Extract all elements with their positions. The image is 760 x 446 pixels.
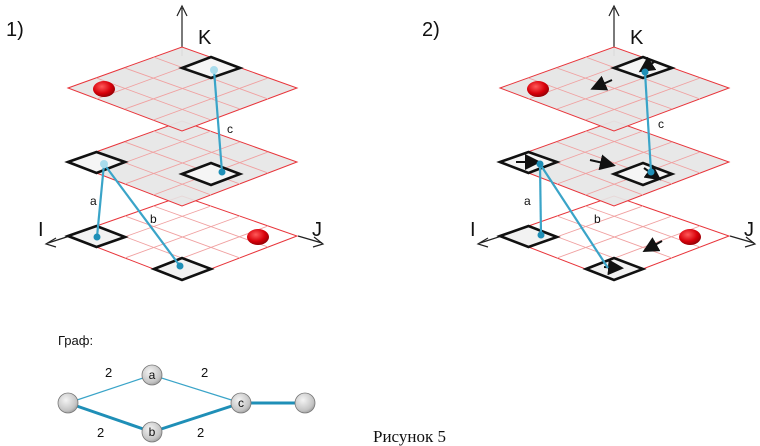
graph-node-label: b — [149, 425, 156, 439]
graph-node-label: c — [238, 396, 244, 410]
direction-arrow — [589, 154, 616, 171]
i-axis-label: I — [470, 219, 476, 241]
panel-2: 2) K I J — [422, 4, 757, 282]
edge-label-c: c — [658, 117, 664, 131]
graph-edge — [67, 401, 153, 434]
panel-number: 1) — [6, 19, 24, 41]
edge-label-a: a — [90, 194, 97, 208]
j-axis-arrowhead — [744, 236, 757, 248]
selected-cell — [150, 256, 215, 282]
bottom-layer — [496, 195, 731, 282]
graph-weight: 2 — [197, 425, 204, 440]
red-dot — [679, 229, 701, 245]
direction-arrow — [590, 75, 613, 91]
graph: Граф: a b c 2 2 2 2 — [57, 333, 316, 443]
j-axis-label: J — [312, 219, 322, 241]
graph-weight: 2 — [105, 365, 112, 380]
middle-layer — [496, 120, 731, 207]
graph-node-label: a — [149, 368, 156, 382]
top-layer — [66, 46, 299, 132]
graph-node — [141, 364, 163, 386]
j-axis — [297, 235, 323, 244]
j-axis-arrowhead — [312, 236, 325, 248]
graph-node — [141, 421, 163, 443]
graph-node — [230, 392, 252, 414]
graph-weight: 2 — [201, 365, 208, 380]
k-axis-label: K — [630, 27, 644, 49]
figure-caption: Рисунок 5 — [373, 427, 446, 446]
edge-label-a: a — [524, 194, 531, 208]
edges: a b c — [524, 68, 664, 269]
i-axis-label: I — [38, 219, 44, 241]
edges: a b c — [90, 66, 233, 270]
red-dot — [527, 81, 549, 97]
graph-weight: 2 — [97, 425, 104, 440]
panel-1: 1) K I J — [6, 4, 325, 282]
k-axis-arrowhead — [608, 4, 620, 17]
graph-edge — [67, 374, 153, 404]
i-axis-arrowhead — [44, 237, 57, 248]
selected-cell — [178, 161, 244, 187]
panel-number: 2) — [422, 19, 440, 41]
edge-label-b: b — [150, 212, 157, 226]
graph-title: Граф: — [58, 333, 93, 348]
red-dot — [93, 81, 115, 97]
middle-layer — [64, 120, 299, 207]
edge-label-c: c — [227, 122, 233, 136]
selected-cell — [64, 150, 129, 175]
graph-edge — [151, 401, 242, 434]
top-layer — [498, 46, 731, 132]
graph-node — [57, 392, 79, 414]
edge-label-b: b — [594, 212, 601, 226]
graph-node — [294, 392, 316, 414]
graph-edge — [151, 374, 242, 404]
k-axis-label: K — [198, 27, 212, 49]
direction-arrow — [642, 237, 663, 252]
k-axis-arrowhead — [176, 4, 188, 17]
bottom-layer — [64, 195, 299, 282]
i-axis-arrowhead — [476, 237, 489, 248]
j-axis — [729, 235, 755, 244]
j-axis-label: J — [744, 219, 754, 241]
selected-cell — [496, 224, 561, 249]
red-dot — [247, 229, 269, 245]
